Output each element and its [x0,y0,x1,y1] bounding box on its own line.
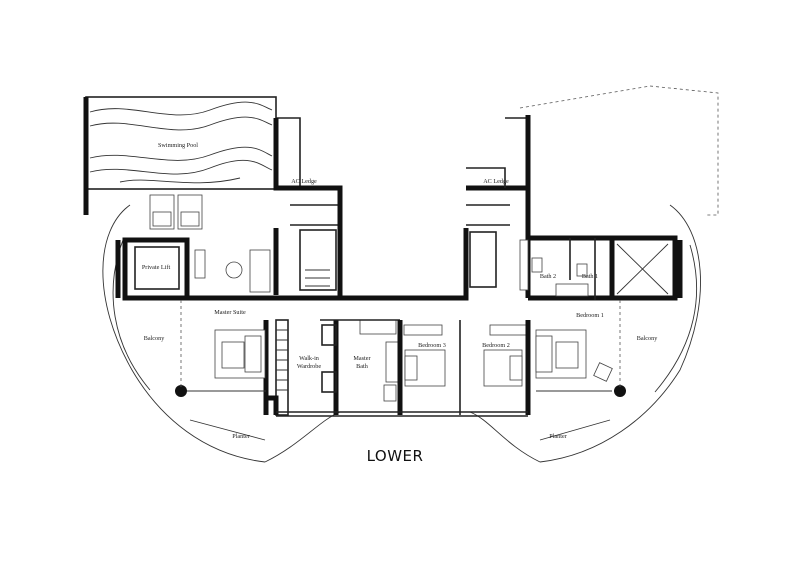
label-planter-right: Planter [549,433,567,440]
label-bath-2: Bath 2 [540,273,556,280]
label-master-suite: Master Suite [214,309,246,316]
label-master: Master [353,355,370,362]
baths-1-2 [519,235,615,301]
bedroom-3 [397,320,461,415]
bedroom-1 [535,300,626,397]
master-bath [321,319,399,415]
label-swimming-pool: Swimming Pool [158,142,198,149]
level-label: LOWER [367,447,424,465]
bedroom-2 [483,320,531,415]
label-bedroom-1: Bedroom 1 [576,312,604,319]
label-bedroom-2: Bedroom 2 [482,342,510,349]
master-bed [214,329,266,379]
walk-in-wardrobe [266,319,289,416]
label-private-lift: Private Lift [142,264,171,271]
label-balcony-left: Balcony [144,335,166,342]
label-walk-in: Walk-in [299,355,319,362]
label-ac-ledge-left: AC Ledge [291,178,317,185]
label-wardrobe: Wardrobe [297,363,321,370]
label-balcony-right: Balcony [637,335,659,342]
label-bath-1: Bath 1 [582,273,598,280]
label-bedroom-3: Bedroom 3 [418,342,446,349]
right-void [609,235,683,301]
label-planter-left: Planter [232,433,250,440]
label-bath: Bath [356,363,369,370]
label-ac-ledge-right: AC Ledge [483,178,509,185]
deck-chairs [149,194,203,230]
